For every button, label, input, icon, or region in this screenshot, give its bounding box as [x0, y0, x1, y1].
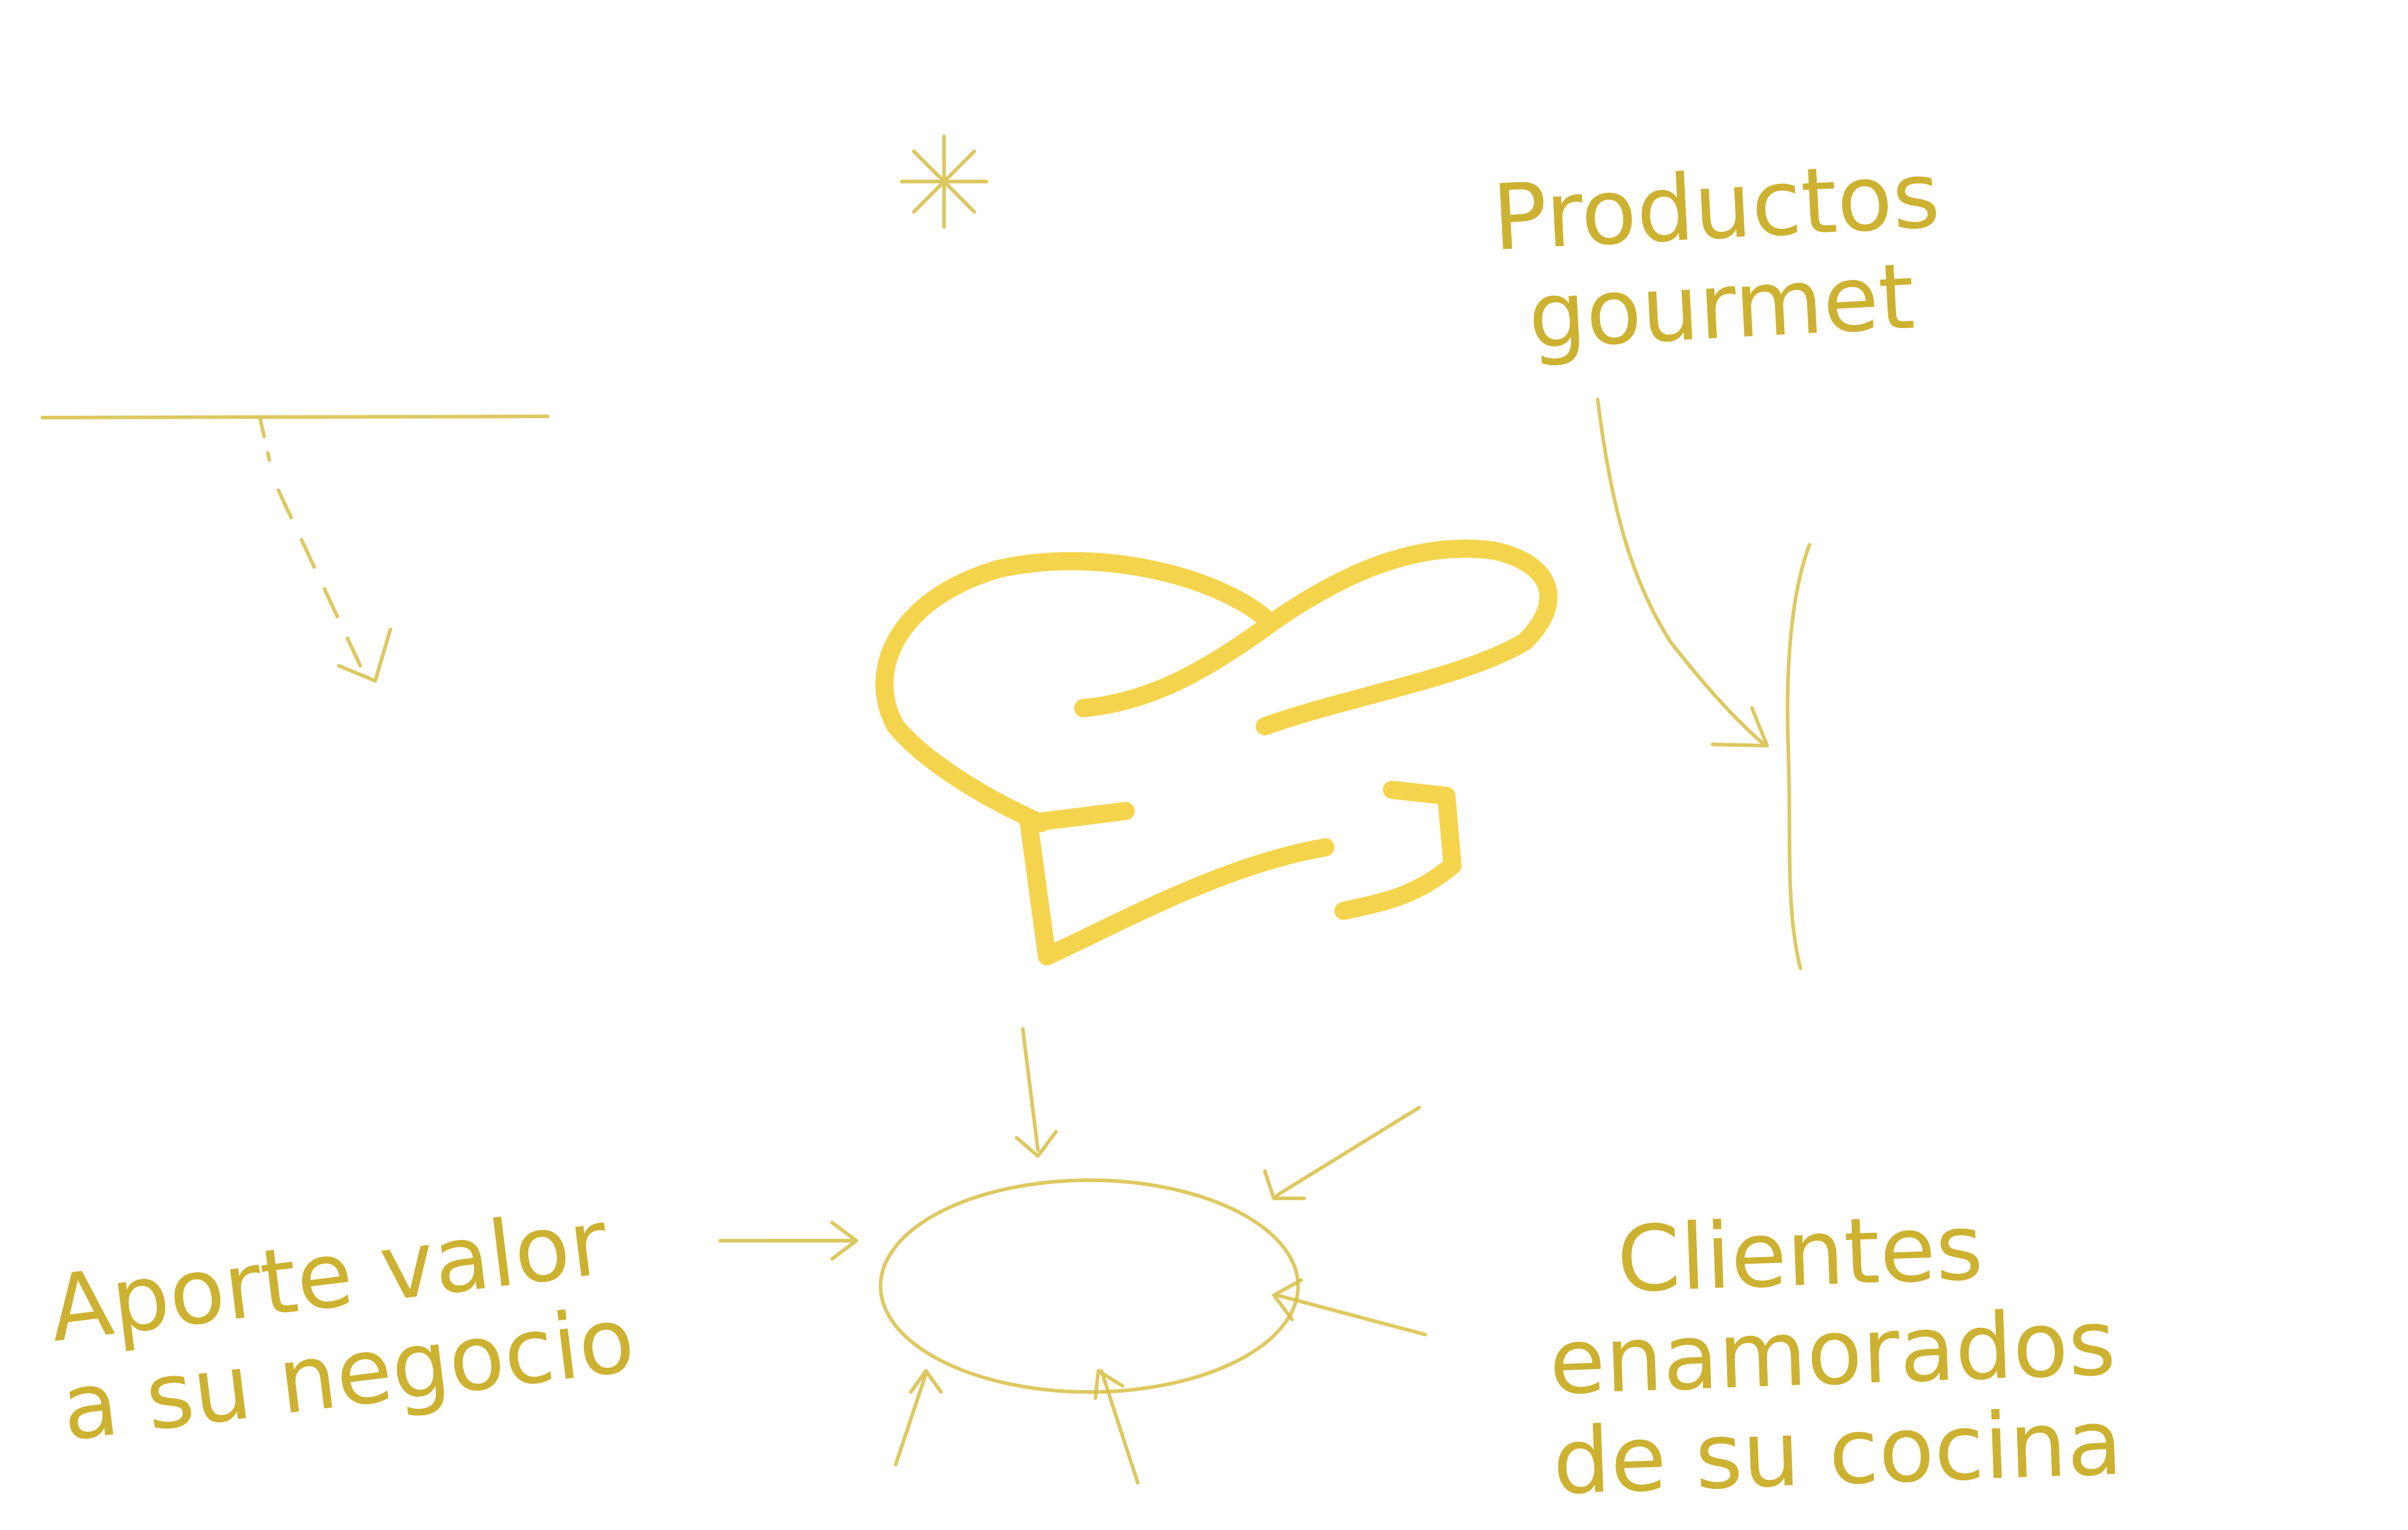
- arrow-from-productos: [1596, 398, 1769, 747]
- label-line: de su cocina: [1550, 1390, 2124, 1515]
- chef-hat-icon: [875, 539, 1558, 965]
- vertical-stroke-right: [1785, 543, 1811, 970]
- oval-target: [879, 1178, 1300, 1394]
- dashed-arrow-top-left: [41, 415, 550, 683]
- label-clientes-enamorados: Clientes enamorados de su cocina: [1544, 1195, 2124, 1515]
- sparkle-icon: [900, 134, 988, 229]
- label-productos-gourmet: Productos gourmet: [1472, 143, 1966, 370]
- arrows-to-oval: [718, 1027, 1427, 1485]
